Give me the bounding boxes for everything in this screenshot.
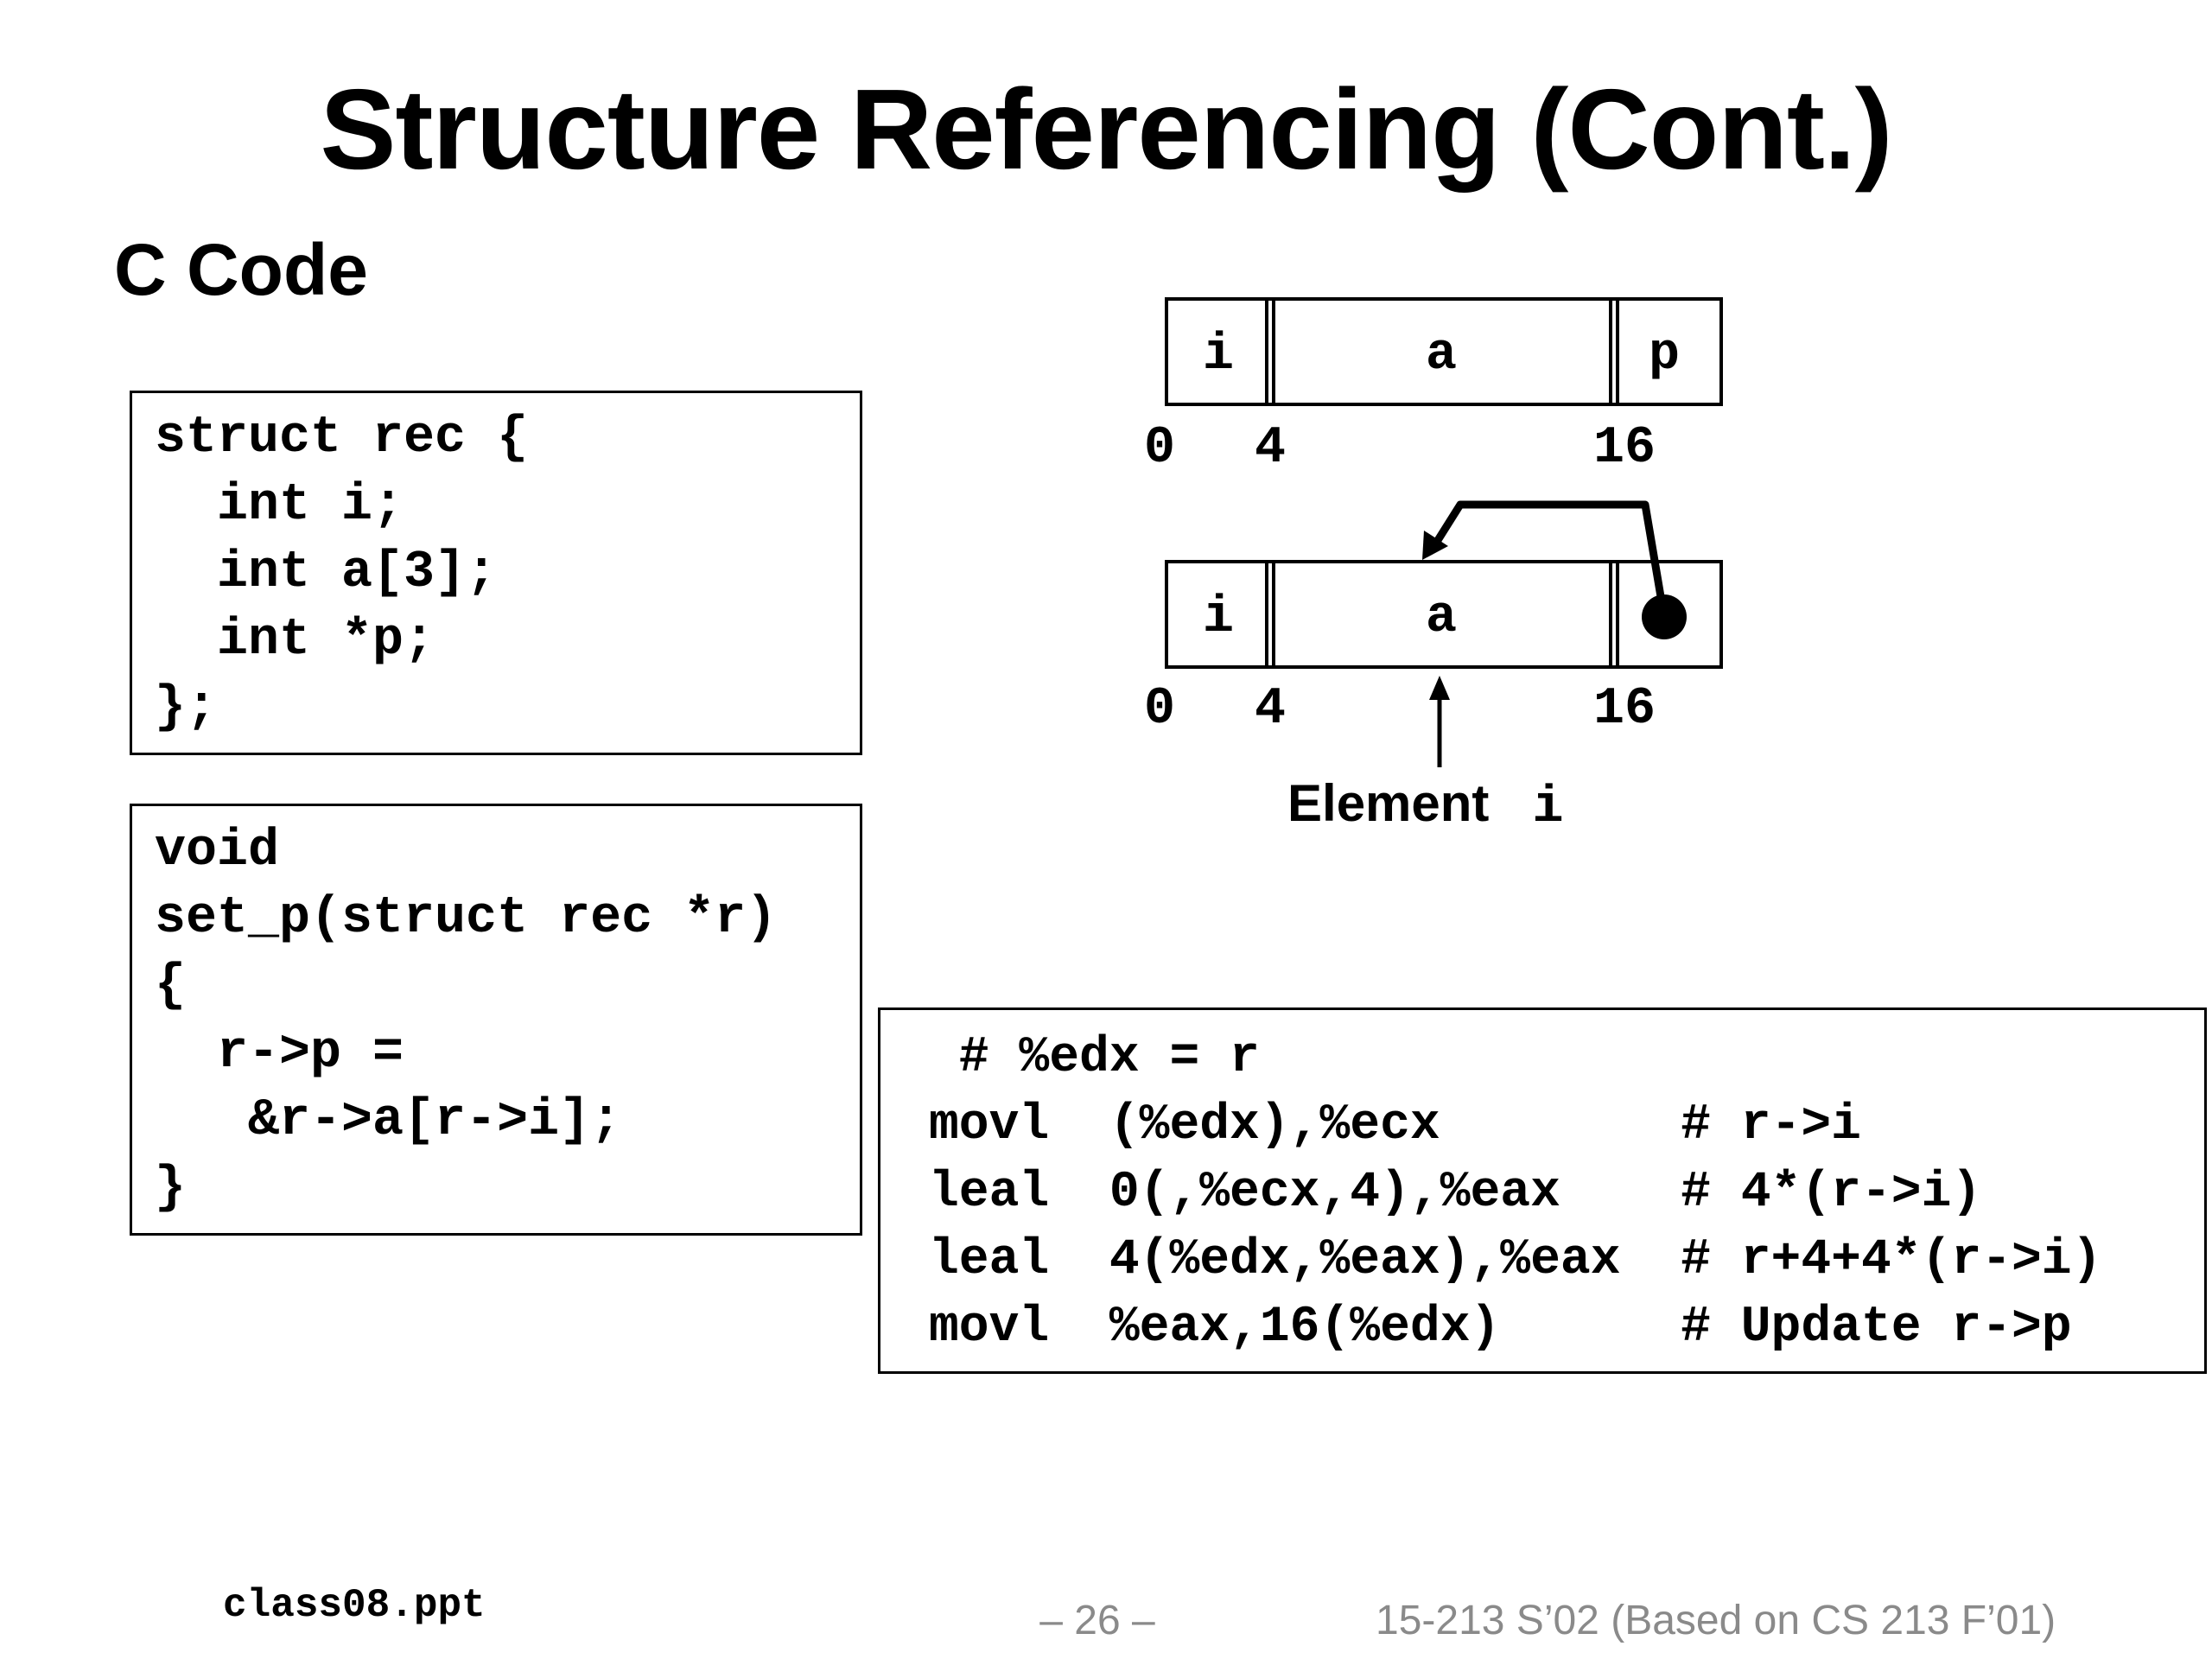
field-label-a: a xyxy=(1426,326,1457,385)
offset-label: 4 xyxy=(1255,419,1286,478)
field-box-p xyxy=(1609,297,1723,406)
asm-line: movl %eax,16(%edx) # Update r->p xyxy=(929,1300,2072,1356)
footer-page-number: – 26 – xyxy=(1039,1598,1155,1643)
function-code-box: void set_p(struct rec *r) { r->p = &r->a… xyxy=(130,804,862,1236)
element-label-word: Element xyxy=(1287,774,1489,832)
code-line: } xyxy=(155,1159,187,1217)
field-label-i: i xyxy=(1203,326,1234,385)
code-line: int *p; xyxy=(155,611,435,670)
code-line: int i; xyxy=(155,476,404,535)
code-line: { xyxy=(155,957,187,1015)
footer-filename: class08.ppt xyxy=(223,1583,486,1628)
assembly-code-box: # %edx = r movl (%edx),%ecx # r->i leal … xyxy=(878,1007,2207,1374)
field-label-i: i xyxy=(1203,588,1234,647)
offset-label: 16 xyxy=(1593,680,1656,739)
top-struct-layout: i a p 0 4 16 xyxy=(1144,297,1723,478)
offset-label: 0 xyxy=(1144,419,1175,478)
footer-course-info: 15-213 S’02 (Based on CS 213 F’01) xyxy=(1376,1598,2056,1643)
asm-line: # %edx = r xyxy=(929,1030,1260,1086)
struct-code-box: struct rec { int i; int a[3]; int *p; }; xyxy=(130,391,862,755)
pointer-arrow xyxy=(1427,500,1669,618)
offset-label: 16 xyxy=(1593,419,1656,478)
field-box-p xyxy=(1609,560,1723,669)
element-label: Element i xyxy=(1287,774,1563,837)
offset-label: 4 xyxy=(1255,680,1286,739)
code-line: }; xyxy=(155,678,218,737)
code-line: r->p = xyxy=(155,1024,404,1083)
section-heading: C Code xyxy=(114,229,368,310)
field-label-a: a xyxy=(1426,588,1457,647)
code-line: struct rec { xyxy=(155,409,529,467)
offset-label: 0 xyxy=(1144,680,1175,739)
asm-line: leal 4(%edx,%eax),%eax # r+4+4*(r->i) xyxy=(929,1232,2102,1288)
asm-line: leal 0(,%ecx,4),%eax # 4*(r->i) xyxy=(929,1165,1982,1221)
code-line: &r->a[r->i]; xyxy=(155,1091,622,1150)
slide-title: Structure Referencing (Cont.) xyxy=(320,66,1892,193)
code-line: int a[3]; xyxy=(155,543,498,602)
element-label-var: i xyxy=(1532,779,1563,837)
bottom-struct-layout: i a 0 4 16 Element i xyxy=(1144,500,1723,837)
asm-line: movl (%edx),%ecx # r->i xyxy=(929,1097,1861,1154)
code-line: void xyxy=(155,822,280,880)
pointer-arrowhead xyxy=(1422,531,1448,560)
element-arrow-head xyxy=(1429,676,1450,700)
code-line: set_p(struct rec *r) xyxy=(155,889,778,948)
field-label-p: p xyxy=(1649,326,1680,385)
